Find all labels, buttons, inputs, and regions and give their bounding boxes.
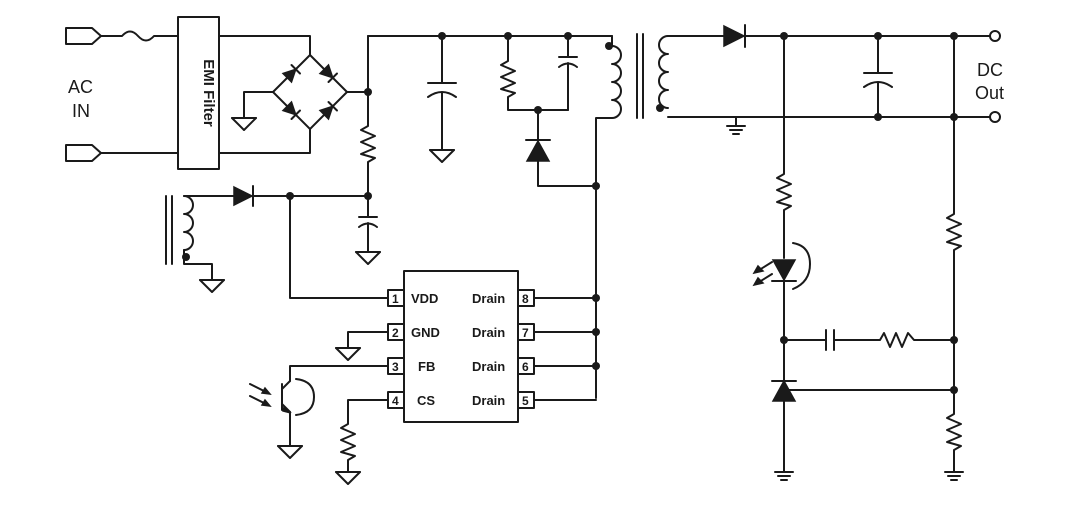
bulk-cap-ground-icon [429,149,455,163]
bridge-rectifier [272,54,348,130]
ic-pin-2: 2 GND [387,323,440,341]
ic-pin-5-name: Drain [472,393,505,408]
output-rectifier-diode [723,24,746,48]
ic-pin-4-number: 4 [392,394,399,408]
secondary-earth-icon [726,125,746,135]
ac-input-terminal-bottom [65,144,102,162]
ic-pin-5: 5 Drain [472,391,535,409]
opto-led [752,242,811,290]
opto-ground-icon [277,445,303,459]
ac-in-label-2: IN [72,101,90,121]
ic-pin-8: 8 Drain [472,289,535,307]
bridge-ground-icon [231,117,257,131]
ic-pin-1: 1 VDD [387,289,438,307]
ic-pin-7-name: Drain [472,325,505,340]
opto-led-resistor [776,167,792,217]
snubber-resistor [500,54,516,104]
emi-filter-label: EMI Filter [200,59,217,127]
current-sense-resistor [340,417,356,467]
ic-pin-6-name: Drain [472,359,505,374]
fuse [100,30,179,42]
ic-pin-7: 7 Drain [472,323,535,341]
divider-upper-resistor [946,207,962,257]
divider-earth-icon [944,471,964,481]
ic-pin-1-name: VDD [411,291,438,306]
ic-pin-3-name: FB [418,359,435,374]
compensation-resistor [873,332,921,348]
ic-pin-1-number: 1 [392,292,399,306]
vdd-capacitor [358,195,378,245]
controller-ic [403,270,519,423]
opto-transistor [249,378,315,416]
ic-ground-icon [335,347,361,361]
ic-pin-2-number: 2 [392,326,399,340]
dc-out-label-1: DC [977,60,1003,80]
dc-out-label-2: Out [975,83,1004,103]
transformer [595,33,669,187]
ic-pin-6: 6 Drain [472,357,535,375]
cs-ground-icon [335,471,361,485]
dc-out-positive-terminal [989,30,1001,42]
ic-pin-4: 4 CS [387,391,435,409]
vdd-cap-ground-icon [355,251,381,265]
snubber-diode [525,139,551,162]
ic-pin-2-name: GND [411,325,440,340]
ic-pin-3-number: 3 [392,360,399,374]
auxiliary-winding [165,195,213,281]
snubber-capacitor [558,35,578,85]
ic-pin-3: 3 FB [387,357,435,375]
ic-pin-5-number: 5 [522,394,529,408]
aux-diode [233,185,254,207]
dc-out-negative-terminal [989,111,1001,123]
ic-pin-4-name: CS [417,393,435,408]
ic-pin-6-number: 6 [522,360,529,374]
aux-ground-icon [199,279,225,293]
tl431-earth-icon [774,471,794,481]
startup-resistor [360,119,376,169]
compensation-capacitor [825,329,835,351]
ic-pin-8-name: Drain [472,291,505,306]
divider-lower-resistor [946,407,962,457]
ac-in-label-1: AC [68,77,93,97]
ic-pin-8-number: 8 [522,292,529,306]
ac-input-terminal-top [65,27,102,45]
ic-pin-7-number: 7 [522,326,529,340]
emi-filter-block [177,16,220,170]
